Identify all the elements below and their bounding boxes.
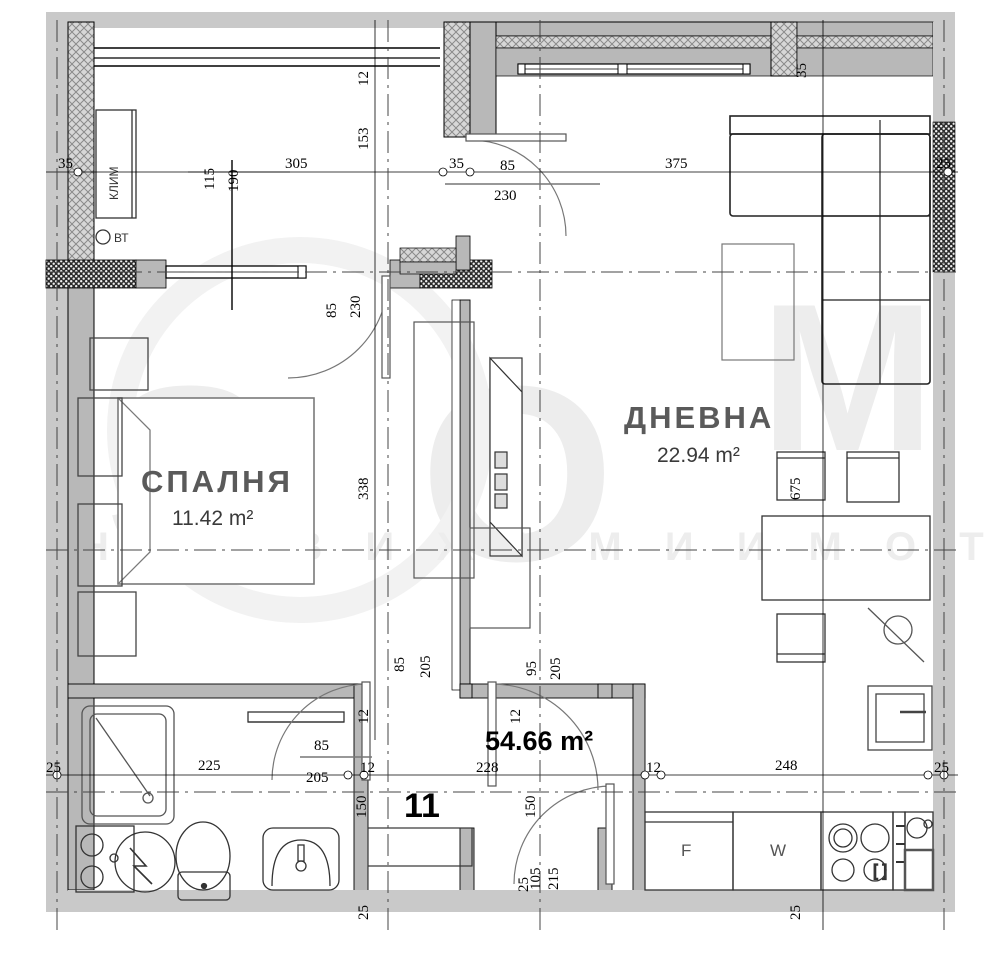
svg-text:25: 25 (788, 905, 804, 920)
vent-label: ВТ (114, 231, 129, 245)
svg-text:153: 153 (356, 128, 372, 151)
svg-text:[ ]: [ ] (873, 861, 887, 880)
svg-text:150: 150 (523, 796, 539, 819)
svg-text:205: 205 (548, 658, 564, 681)
svg-text:375: 375 (665, 156, 688, 172)
room-area-bedroom: 11.42 m² (172, 507, 253, 530)
svg-text:115: 115 (202, 168, 218, 190)
svg-text:205: 205 (306, 770, 329, 786)
room-label-living: ДНЕВНА (624, 400, 774, 435)
svg-text:25: 25 (46, 760, 61, 776)
svg-text:85: 85 (392, 657, 408, 672)
fridge-label: F (681, 841, 691, 860)
svg-text:25: 25 (516, 877, 532, 892)
svg-text:25: 25 (936, 156, 951, 172)
washer-label: W (770, 841, 786, 860)
svg-text:25: 25 (934, 760, 949, 776)
apartment-number-label: 11 (404, 787, 440, 825)
svg-text:12: 12 (646, 760, 661, 776)
svg-text:248: 248 (775, 758, 798, 774)
svg-text:12: 12 (356, 709, 372, 724)
svg-text:228: 228 (476, 760, 499, 776)
dim-230-top: 230 (494, 188, 517, 204)
svg-text:675: 675 (788, 478, 804, 501)
room-label-bedroom: СПАЛНЯ (141, 464, 293, 499)
svg-text:105: 105 (528, 868, 544, 891)
dining-furniture (761, 451, 933, 751)
bathroom-fixtures (75, 705, 345, 901)
kitchen: [ ] (644, 811, 935, 892)
svg-text:12: 12 (356, 71, 372, 86)
svg-text:35: 35 (794, 63, 810, 78)
total-area-label: 54.66 m² (485, 726, 593, 756)
dimension-labels-bottom: 25 225 205 12 228 12 248 25 85 150 150 2… (46, 738, 949, 920)
svg-text:85: 85 (324, 303, 340, 318)
dimension-labels-vertical: 12 153 115 190 85 230 338 85 205 95 205 … (188, 63, 810, 724)
svg-text:205: 205 (418, 656, 434, 679)
svg-text:150: 150 (354, 796, 370, 819)
svg-text:12: 12 (360, 760, 375, 776)
room-area-living: 22.94 m² (657, 444, 740, 467)
svg-text:338: 338 (356, 478, 372, 501)
svg-text:230: 230 (348, 296, 364, 319)
hall-cabinet (367, 827, 473, 867)
svg-text:25: 25 (356, 905, 372, 920)
dimension-labels-top: 35 305 35 85 375 25 230 (58, 156, 951, 204)
svg-text:85: 85 (500, 158, 515, 174)
svg-text:190: 190 (226, 170, 242, 193)
svg-text:35: 35 (449, 156, 464, 172)
svg-text:215: 215 (546, 868, 562, 891)
dim-85-bottom: 85 (314, 738, 329, 754)
living-room-furniture (721, 115, 931, 385)
svg-text:305: 305 (285, 156, 308, 172)
bedroom-furniture (77, 109, 315, 657)
svg-text:225: 225 (198, 758, 221, 774)
climate-unit-label: КЛИМ (107, 167, 121, 201)
svg-text:35: 35 (58, 156, 73, 172)
svg-text:12: 12 (508, 709, 524, 724)
corridor-furniture (413, 321, 531, 629)
centerlines (46, 20, 958, 930)
svg-text:95: 95 (524, 661, 540, 676)
doors (271, 133, 615, 885)
